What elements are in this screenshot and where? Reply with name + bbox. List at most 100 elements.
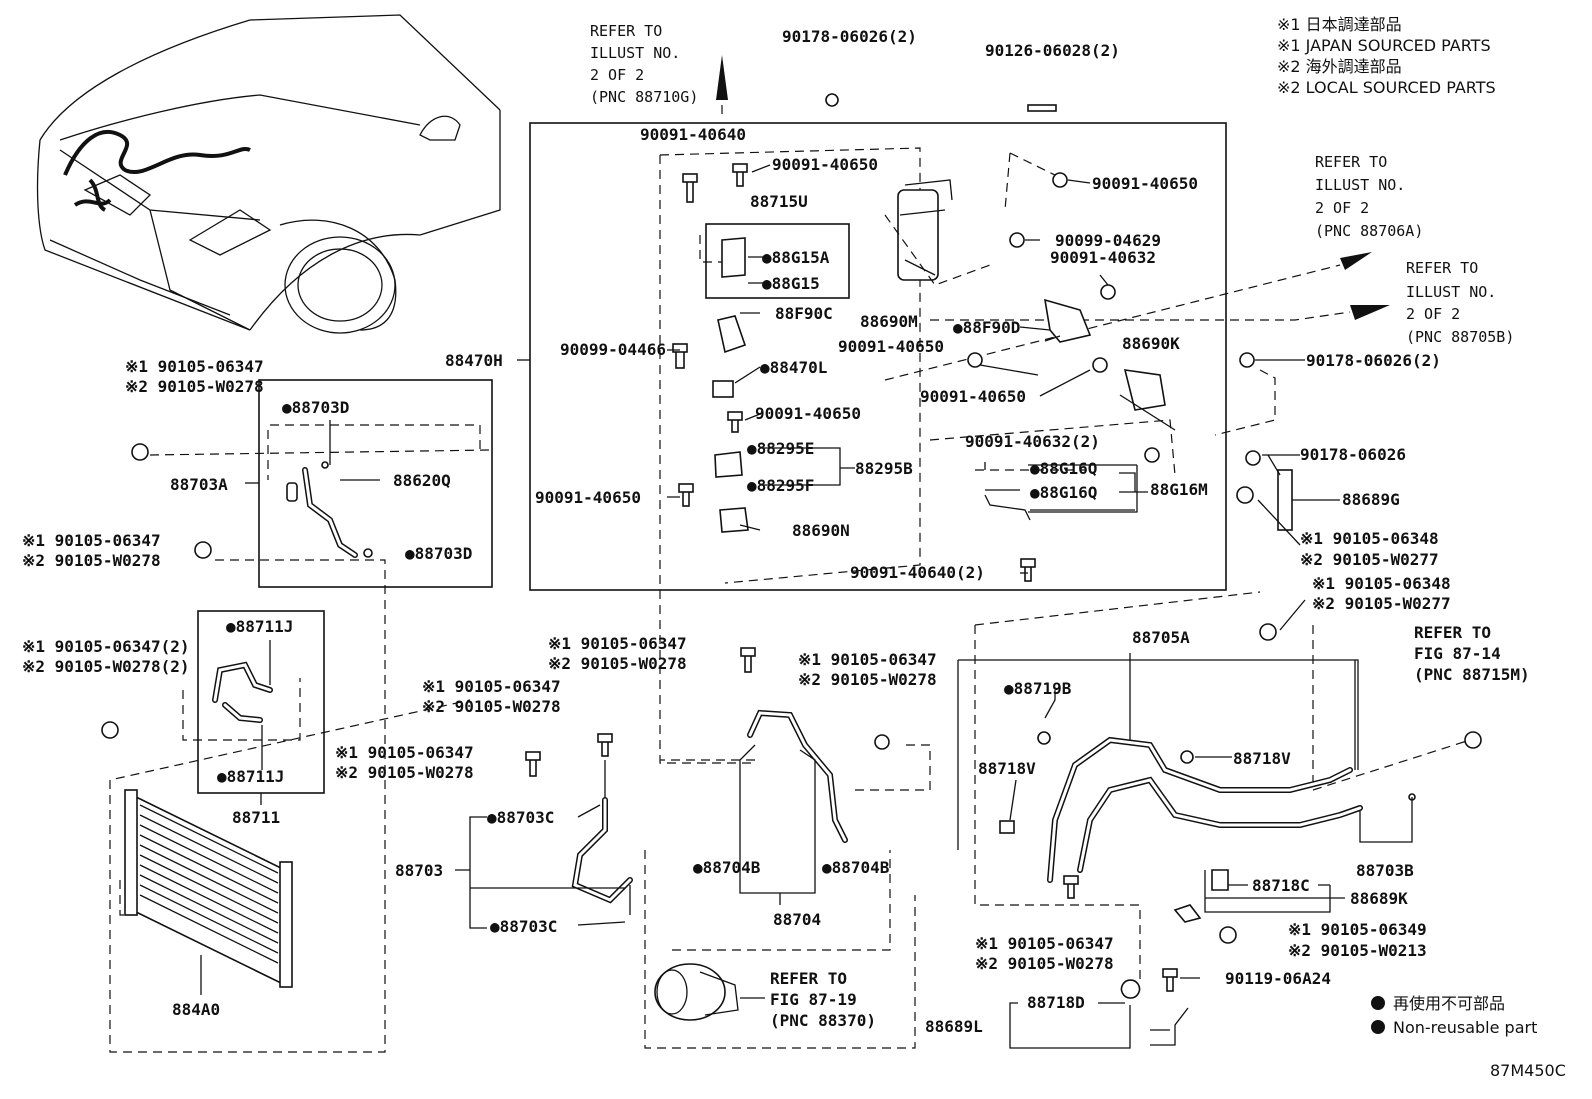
part-90099-04629: 90099-04629 xyxy=(1055,231,1161,250)
assembly-box-88470h xyxy=(529,122,1227,591)
arrow-right-icon xyxy=(1350,305,1390,320)
refer-88710g-line1: REFER TO xyxy=(590,22,662,40)
legend-local-sourced-jp: ※2 海外調達部品 xyxy=(1277,57,1402,76)
refer-88706a-line4: (PNC 88706A) xyxy=(1315,222,1423,240)
part-90105-w0278-d: ※2 90105-W0278 xyxy=(548,654,687,673)
refer-88706a-line1: REFER TO xyxy=(1315,153,1387,171)
part-90091-40650-d: 90091-40650 xyxy=(1092,174,1198,193)
part-90119-06a24: 90119-06A24 xyxy=(1225,969,1331,988)
part-90099-04466: 90099-04466 xyxy=(560,340,666,359)
part-88689l: 88689L xyxy=(925,1017,983,1036)
bolt-icon-group xyxy=(101,93,1482,992)
part-90105-w0213: ※2 90105-W0213 xyxy=(1288,941,1427,960)
part-90105-06347-f: ※1 90105-06347 xyxy=(335,743,474,762)
part-90105-w0278-g: ※2 90105-W0278 xyxy=(798,670,937,689)
part-88690n: 88690N xyxy=(792,521,850,540)
part-90105-w0278-a: ※2 90105-W0278 xyxy=(125,377,264,396)
liquid-pipe-88705a xyxy=(999,731,1416,883)
part-88718d: 88718D xyxy=(1027,993,1085,1012)
part-88689k: 88689K xyxy=(1350,889,1408,908)
part-88689g: 88689G xyxy=(1342,490,1400,509)
part-88711j-b: ●88711J xyxy=(217,767,284,786)
part-88703a: 88703A xyxy=(170,475,228,494)
part-88703: 88703 xyxy=(395,861,443,880)
part-90105-w0277-a: ※2 90105-W0277 xyxy=(1300,550,1439,569)
part-90178-06026-2b: 90178-06026(2) xyxy=(1306,351,1441,370)
source-legend: ※1 日本調達部品 ※1 JAPAN SOURCED PARTS ※2 海外調達… xyxy=(1277,15,1496,97)
part-90105-06347-h: ※1 90105-06347 xyxy=(975,934,1114,953)
part-90105-w0278-f: ※2 90105-W0278 xyxy=(335,763,474,782)
refer-88710g-line3: 2 OF 2 xyxy=(590,66,644,84)
legend-non-reusable-en: Non-reusable part xyxy=(1393,1018,1537,1037)
part-88f90d: ●88F90D xyxy=(953,318,1020,337)
part-90105-w0278-2: ※2 90105-W0278(2) xyxy=(22,657,190,676)
non-reusable-dot-icon xyxy=(1371,1020,1385,1034)
part-88711: 88711 xyxy=(232,808,280,827)
part-88295b: 88295B xyxy=(855,459,913,478)
refer-88705b-line3: 2 OF 2 xyxy=(1406,305,1460,323)
part-88620q: 88620Q xyxy=(393,471,451,490)
part-88295f: ●88295F xyxy=(747,476,814,495)
discharge-pipe-88704 xyxy=(739,709,848,905)
part-88f90c: 88F90C xyxy=(775,304,833,323)
sensor-connector-parts xyxy=(712,237,1031,533)
pipe-88711 xyxy=(182,640,301,770)
arrow-right-icon xyxy=(1340,252,1372,270)
part-90105-06347-e: ※1 90105-06347 xyxy=(422,677,561,696)
part-88703d-a: ●88703D xyxy=(282,398,349,417)
part-90091-40640-2: 90091-40640(2) xyxy=(850,563,985,582)
part-90105-06348-a: ※1 90105-06348 xyxy=(1300,529,1439,548)
part-90105-06347-a: ※1 90105-06347 xyxy=(125,357,264,376)
condenser-884a0 xyxy=(119,789,293,995)
part-88703b: 88703B xyxy=(1356,861,1414,880)
refer-88705b-line2: ILLUST NO. xyxy=(1406,283,1496,301)
part-90091-40650-f: 90091-40650 xyxy=(920,387,1026,406)
part-88g16q-b: ●88G16Q xyxy=(1030,483,1097,502)
non-reusable-dot-icon xyxy=(1371,996,1385,1010)
receiver-dryer-assembly xyxy=(884,179,991,286)
refer-88710g-line2: ILLUST NO. xyxy=(590,44,680,62)
pressure-switch-bracket xyxy=(1044,298,1176,431)
part-88715u: 88715U xyxy=(750,192,808,211)
refer-88715m-line2: FIG 87-14 xyxy=(1414,644,1501,663)
part-90091-40632-2: 90091-40632(2) xyxy=(965,432,1100,451)
illustration-id: 87M450C xyxy=(1490,1061,1566,1080)
part-884a0: 884A0 xyxy=(172,1000,220,1019)
refer-88370-line2: FIG 87-19 xyxy=(770,990,857,1009)
liquid-pipe-88703a xyxy=(286,420,380,558)
part-90105-w0278-e: ※2 90105-W0278 xyxy=(422,697,561,716)
part-90105-06349: ※1 90105-06349 xyxy=(1288,920,1427,939)
part-88470l: ●88470L xyxy=(760,358,827,377)
part-88718v-b: 88718V xyxy=(1233,749,1291,768)
part-90091-40650: 90091-40650 xyxy=(772,155,878,174)
part-90105-w0278-h: ※2 90105-W0278 xyxy=(975,954,1114,973)
part-88704: 88704 xyxy=(773,910,821,929)
suction-pipe-88703 xyxy=(571,760,633,915)
part-88704b-a: ●88704B xyxy=(693,858,761,877)
part-90091-40632: 90091-40632 xyxy=(1050,248,1156,267)
part-90178-06026-2: 90178-06026(2) xyxy=(782,27,917,46)
part-90105-06347-g: ※1 90105-06347 xyxy=(798,650,937,669)
part-90091-40650-b: 90091-40650 xyxy=(755,404,861,423)
legend-japan-sourced-jp: ※1 日本調達部品 xyxy=(1277,15,1402,34)
part-90105-06347-d: ※1 90105-06347 xyxy=(548,634,687,653)
compressor-illustration xyxy=(654,963,765,1021)
part-88718c: 88718C xyxy=(1252,876,1310,895)
part-88690k: 88690K xyxy=(1122,334,1180,353)
part-88703d-b: ●88703D xyxy=(405,544,472,563)
part-number-labels: REFER TO ILLUST NO. 2 OF 2 (PNC 88710G) … xyxy=(22,22,1530,1036)
part-88g15a: ●88G15A xyxy=(762,248,830,267)
bracket-88689g xyxy=(1214,369,1340,531)
part-90091-40650-c: 90091-40650 xyxy=(535,488,641,507)
arrow-up-icon xyxy=(716,55,728,100)
part-88470h: 88470H xyxy=(445,351,503,370)
part-90105-06347-2: ※1 90105-06347(2) xyxy=(22,637,190,656)
part-88703c-b: ●88703C xyxy=(490,917,557,936)
part-90105-w0278-b: ※2 90105-W0278 xyxy=(22,551,161,570)
part-90178-06026: 90178-06026 xyxy=(1300,445,1406,464)
part-88g16m: 88G16M xyxy=(1150,480,1208,499)
part-88719b: ●88719B xyxy=(1004,679,1072,698)
refer-88715m-line1: REFER TO xyxy=(1414,623,1491,642)
